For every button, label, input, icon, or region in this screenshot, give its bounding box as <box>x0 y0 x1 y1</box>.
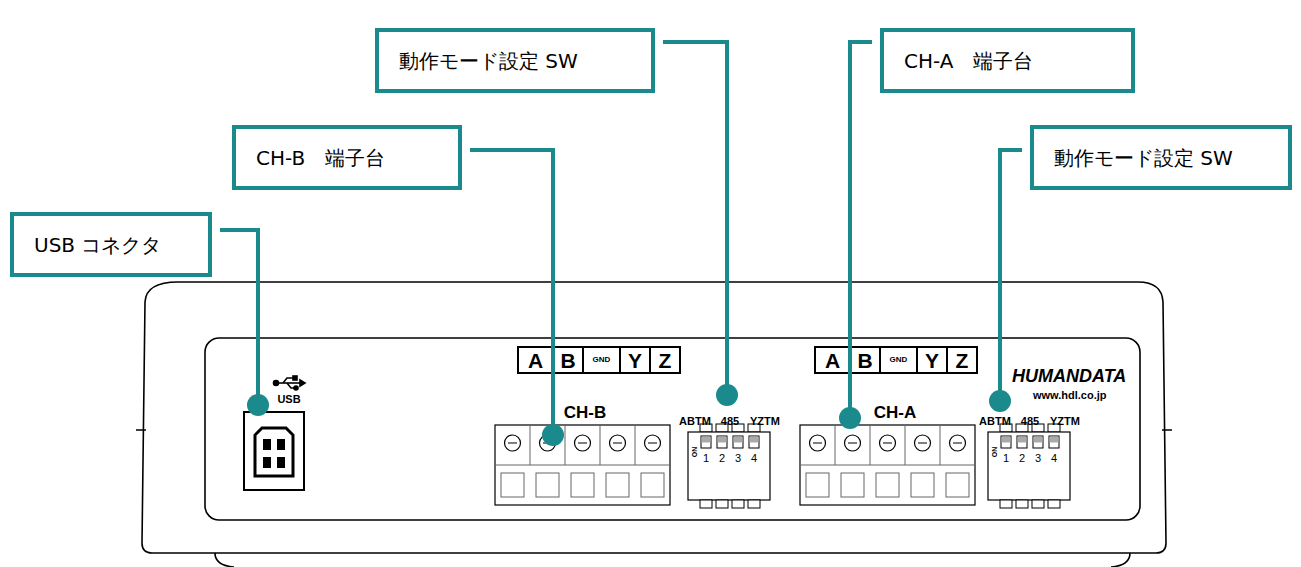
pin-legend-strip <box>850 347 947 373</box>
pin-name: Z <box>659 350 672 371</box>
switch-number: 2 <box>719 453 725 464</box>
leader-line <box>470 150 553 425</box>
usb-symbol <box>300 380 305 386</box>
switch-label: ABTM <box>979 416 1011 427</box>
housing <box>215 553 1130 567</box>
usb-symbol <box>274 381 279 386</box>
callout-box: 動作モード設定 SW <box>1030 125 1292 190</box>
usb-b-connector <box>263 457 271 468</box>
on-mark: ON <box>991 447 998 458</box>
leader-line <box>1000 150 1022 391</box>
housing <box>142 282 1166 553</box>
channel-label: CH-A <box>874 404 917 421</box>
usb-symbol <box>293 376 297 380</box>
usb-symbol <box>283 378 293 383</box>
switch-number: 4 <box>751 453 757 464</box>
callout-text: CH-B 端子台 <box>256 146 385 170</box>
callout-box: CH-B 端子台 <box>232 125 462 190</box>
callout-box: 動作モード設定 SW <box>375 28 655 93</box>
callout-text: CH-A 端子台 <box>904 49 1033 73</box>
dip-switch <box>988 424 1070 508</box>
pin-legend-strip <box>815 347 977 373</box>
switch-number: 4 <box>1051 453 1057 464</box>
pin-name: Y <box>925 350 939 371</box>
switch-number: 1 <box>1003 453 1009 464</box>
pin-legend-strip <box>518 347 680 373</box>
dip-switch <box>688 424 770 508</box>
switch-label: ABTM <box>679 416 711 427</box>
pin-name: B <box>560 350 575 371</box>
usb-b-connector <box>244 412 304 490</box>
leader-line <box>663 42 727 385</box>
switch-number: 2 <box>1019 453 1025 464</box>
callout-text: USB コネクタ <box>34 233 161 257</box>
pin-legend-strip <box>518 347 977 373</box>
usb-b-connector <box>263 439 271 450</box>
leader-line <box>220 230 258 395</box>
terminal-block <box>495 425 670 505</box>
usb-symbol <box>274 376 306 390</box>
switch-number: 3 <box>735 453 741 464</box>
usb-b-connector <box>244 412 304 490</box>
pin-name: GND <box>890 356 908 364</box>
brand-logo: HUMANDATA <box>1012 367 1126 385</box>
pin-name: Y <box>628 350 642 371</box>
pin-name: A <box>528 350 543 371</box>
pin-name: A <box>825 350 840 371</box>
pin-name: GND <box>593 356 611 364</box>
leader-lines <box>220 42 1022 446</box>
usb-b-connector <box>277 439 285 450</box>
housing <box>136 282 1172 567</box>
switch-label: 485 <box>1021 416 1039 427</box>
callout-box: CH-A 端子台 <box>880 28 1135 93</box>
callout-dot <box>542 424 564 446</box>
usb-b-connector <box>255 428 293 476</box>
switch-label: 485 <box>721 416 739 427</box>
callout-dot <box>839 407 861 429</box>
usb-symbol <box>294 386 298 390</box>
switch-number: 3 <box>1035 453 1041 464</box>
url-text: www.hdl.co.jp <box>1033 390 1107 401</box>
usb-b-connector <box>277 457 285 468</box>
on-mark: ON <box>691 447 698 458</box>
pin-name: Z <box>956 350 969 371</box>
callout-text: 動作モード設定 SW <box>399 49 578 73</box>
pin-name: B <box>857 350 872 371</box>
usb-label: USB <box>277 394 300 405</box>
callout-box: USB コネクタ <box>10 212 212 277</box>
switch-label: YZTM <box>1050 416 1080 427</box>
switch-label: YZTM <box>750 416 780 427</box>
callout-text: 動作モード設定 SW <box>1054 146 1233 170</box>
channel-label: CH-B <box>564 404 607 421</box>
callout-dot <box>989 390 1011 412</box>
leader-line <box>850 42 872 408</box>
switch-number: 1 <box>703 453 709 464</box>
terminal-block <box>800 425 975 505</box>
callout-dot <box>247 394 269 416</box>
callout-dot <box>716 384 738 406</box>
pin-legend-strip <box>553 347 650 373</box>
usb-symbol <box>278 382 300 384</box>
